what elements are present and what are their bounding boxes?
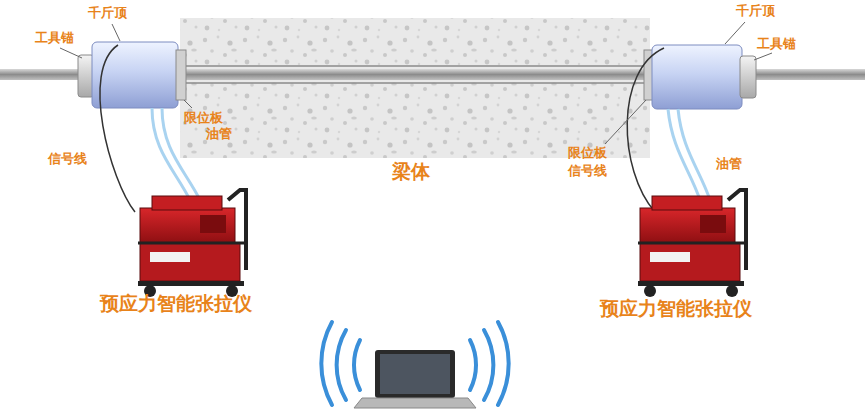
leader-line	[725, 22, 745, 44]
part-label: 预应力智能张拉仪	[600, 297, 752, 320]
part-label: 预应力智能张拉仪	[100, 292, 252, 315]
oil-pipe	[668, 109, 700, 200]
part-label: 限位板	[568, 145, 607, 161]
part-label: 千斤顶	[88, 5, 127, 21]
laptop	[354, 350, 476, 408]
leader-line	[184, 100, 192, 108]
tensioning-machine	[138, 190, 246, 297]
jack	[92, 42, 178, 108]
limit-plate	[176, 50, 186, 100]
leader-line	[754, 53, 772, 60]
leader-line	[60, 48, 82, 58]
leader-line	[112, 24, 120, 41]
part-label: 千斤顶	[736, 3, 775, 19]
jack	[652, 45, 742, 109]
duct-line	[180, 82, 650, 84]
part-label: 梁体	[392, 160, 430, 183]
part-label: 油管	[206, 126, 232, 142]
oil-pipe	[678, 109, 710, 200]
part-label: 限位板	[184, 110, 223, 126]
beam-body	[180, 18, 650, 158]
tensioning-machine	[638, 190, 746, 297]
signal-line	[100, 45, 135, 212]
part-label: 工具锚	[757, 36, 796, 52]
part-label: 信号线	[48, 151, 87, 167]
leader-line	[605, 100, 646, 144]
duct-line	[180, 65, 650, 67]
wireless-signal	[321, 322, 508, 405]
part-label: 工具锚	[35, 30, 74, 46]
tool-anchor	[740, 56, 756, 98]
part-label: 油管	[716, 156, 742, 172]
part-label: 信号线	[568, 163, 607, 179]
signal-line	[627, 48, 664, 212]
